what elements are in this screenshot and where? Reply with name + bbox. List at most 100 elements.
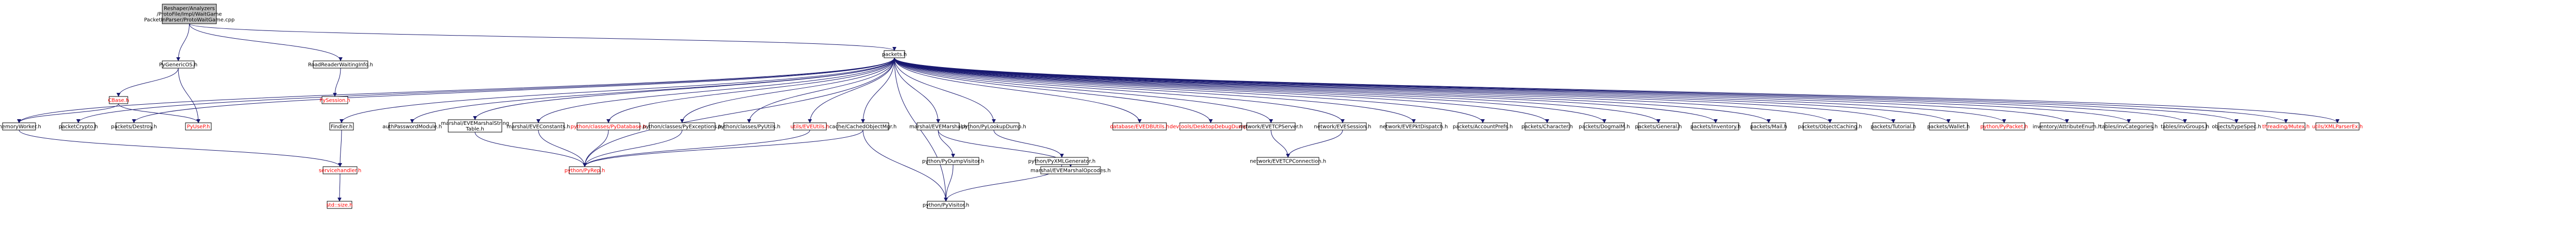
node-stdsizeh[interactable]: std::size.h xyxy=(326,201,353,209)
edge-root-to-rpl xyxy=(189,23,343,61)
edge-packets-to-findlh xyxy=(340,57,895,123)
edge-packets-to-marshalh xyxy=(894,57,940,123)
node-pyutils[interactable]: python/classes/PyUtils.h xyxy=(718,122,781,131)
node-utilsxml[interactable]: utils/XMLParserEx.h xyxy=(2312,122,2363,131)
edge-pyexceptions-to-pyinit xyxy=(583,130,683,167)
node-pyuseh[interactable]: PyUseP.h xyxy=(185,122,212,131)
node-box xyxy=(2315,122,2360,131)
edge-packets-to-memoryh xyxy=(17,57,895,123)
edge-rpl-to-pysessionh xyxy=(333,68,341,97)
node-label: packets/Character.h xyxy=(1521,124,1573,130)
node-label: RoadReaderWaitingInfo.h xyxy=(308,62,373,68)
node-utilsh[interactable]: utils/EVEUtils.h xyxy=(790,122,829,131)
edge-packets-to-pypacket xyxy=(894,57,2006,123)
edge-tcpsrv-to-tcpconn xyxy=(1270,130,1290,158)
node-label: database/EVEDBUtils.h xyxy=(1110,124,1169,130)
node-evepktdis[interactable]: network/EVEPktDispatch.h xyxy=(1380,122,1448,131)
node-objspec[interactable]: objects/typeSpec.h xyxy=(2212,122,2261,131)
node-cached[interactable]: cache/CachedObjectMgr.h xyxy=(829,122,897,131)
node-label: packets/Inventory.h xyxy=(1690,124,1741,130)
edge-packets-to-pktobjcache xyxy=(894,57,1832,123)
edge-packets-to-pydatabase xyxy=(606,57,895,123)
node-pktcharacter[interactable]: packets/Character.h xyxy=(1521,122,1573,131)
node-pktwallet[interactable]: packets/Wallet.h xyxy=(1927,122,1970,131)
node-pydatabase[interactable]: python/classes/PyDatabase.h xyxy=(570,122,647,131)
node-pysessionh[interactable]: PySession.h xyxy=(319,96,350,104)
node-box xyxy=(162,60,195,69)
node-tcpsrv[interactable]: network/EVETCPServer.h xyxy=(1239,122,1303,131)
node-box xyxy=(323,166,358,174)
node-tblcat[interactable]: tables/invCategories.h xyxy=(2100,122,2158,131)
node-label: PyUseP.h xyxy=(187,124,210,130)
node-servicesh[interactable]: servicehandler.h xyxy=(319,166,362,174)
node-label: utils/EVEUtils.h xyxy=(790,124,829,130)
node-box xyxy=(61,122,95,131)
node-devdesk[interactable]: devtools/DesktopDebugDump.h xyxy=(1170,122,1252,131)
node-root[interactable]: Reshaper/Analyzers/ProtoFile/Impl/WaitGa… xyxy=(144,4,235,24)
node-pylookup[interactable]: python/PyLookupDump.h xyxy=(961,122,1026,131)
node-box xyxy=(884,50,905,58)
node-packetdestroyh[interactable]: packets/Destroy.h xyxy=(111,122,157,131)
edge-packets-to-tblgroups xyxy=(894,57,2187,123)
node-box xyxy=(793,122,827,131)
node-pyinit[interactable]: python/PyRep.h xyxy=(565,166,605,174)
node-tblgroups[interactable]: tables/invGroups.h xyxy=(2161,122,2209,131)
node-box xyxy=(1524,122,1570,131)
node-pktobjcache[interactable]: packets/ObjectCaching.h xyxy=(1798,122,1862,131)
node-box xyxy=(115,122,152,131)
node-box xyxy=(1692,122,1739,131)
node-memattr[interactable]: inventory/AttributeEnum.h xyxy=(2032,122,2102,131)
edge-pygenerich-to-dobjectsh xyxy=(116,68,179,97)
node-pktdogma[interactable]: packets/DogmaIM.h xyxy=(1579,122,1630,131)
edge-memoryh-to-servicesh xyxy=(19,130,342,167)
edge-packets-to-pktcharacter xyxy=(894,57,1549,123)
edge-pylookup-to-pyxmlgen xyxy=(993,130,1064,158)
node-label: PySession.h xyxy=(319,98,350,104)
node-threadmod[interactable]: threading/Mutex.h xyxy=(2262,122,2310,131)
edge-packets-to-pyexceptions xyxy=(680,57,895,123)
node-label: Findler.h xyxy=(331,124,352,130)
node-box xyxy=(185,122,212,131)
node-marshalcons[interactable]: marshal/EVEConstants.h xyxy=(507,122,570,131)
node-pktaccountprefs[interactable]: packets/AccountPrefs.h xyxy=(1453,122,1513,131)
node-findlh[interactable]: Findler.h xyxy=(329,122,354,131)
edge-packets-to-threadmod xyxy=(894,57,2288,123)
edge-packets-to-objspec xyxy=(894,57,2239,123)
node-authpwd[interactable]: authPasswordModule.h xyxy=(382,122,442,131)
node-rpl[interactable]: RoadReaderWaitingInfo.h xyxy=(308,60,373,69)
node-memoryh[interactable]: memoryWorker.h xyxy=(0,122,41,131)
node-pkttutorial[interactable]: packets/Tutorial.h xyxy=(1871,122,1916,131)
node-pyvisitor[interactable]: python/PyVisitor.h xyxy=(923,201,969,209)
edge-packets-to-dbdbcore xyxy=(894,57,1142,123)
node-pyxmlgen[interactable]: python/PyXMLGenerator.h xyxy=(1028,157,1096,165)
node-evesession[interactable]: network/EVESession.h xyxy=(1314,122,1371,131)
node-box xyxy=(1112,122,1167,131)
edge-pygenerich-to-pyuseh xyxy=(178,68,200,123)
node-marshalop[interactable]: marshal/EVEMarshalOpcodes.h xyxy=(1030,166,1111,174)
edge-packets-to-memattr xyxy=(894,57,2069,123)
edge-root-to-packets xyxy=(189,23,896,51)
node-tcpconn[interactable]: network/EVETCPConnection.h xyxy=(1250,157,1326,165)
node-pygenerich[interactable]: PyGenericOS.h xyxy=(159,60,197,69)
node-label: packets/ObjectCaching.h xyxy=(1798,124,1862,130)
node-label: packetCrypto.h xyxy=(59,124,98,130)
node-box xyxy=(1318,122,1367,131)
node-packets[interactable]: packets.h xyxy=(882,50,907,58)
node-label: inventory/AttributeEnum.h xyxy=(2032,124,2101,130)
node-packetcryptoh[interactable]: packetCrypto.h xyxy=(59,122,98,131)
node-pktmail[interactable]: packets/Mail.h xyxy=(1750,122,1787,131)
node-pyexceptions[interactable]: python/classes/PyExceptions.h xyxy=(642,122,722,131)
edge-pydumpvis-to-pyvisitor xyxy=(944,164,954,202)
node-pktinventory[interactable]: packets/Inventory.h xyxy=(1690,122,1741,131)
node-pydumpvis[interactable]: python/PyDumpVisitor.h xyxy=(922,157,985,165)
node-dbdbcore[interactable]: database/EVEDBUtils.h xyxy=(1110,122,1170,131)
node-pktgeneral[interactable]: packets/General.h xyxy=(1635,122,1682,131)
node-pypacket[interactable]: python/PyPacket.h xyxy=(1980,122,2028,131)
node-dobjectsh[interactable]: CBase.h xyxy=(108,96,129,104)
node-label: threading/Mutex.h xyxy=(2262,124,2310,130)
node-marshalh[interactable]: marshal/EVEMarshal.h xyxy=(909,122,967,131)
node-box xyxy=(448,119,502,133)
node-box xyxy=(512,122,565,131)
edge-evesession-to-tcpconn xyxy=(1286,130,1343,158)
